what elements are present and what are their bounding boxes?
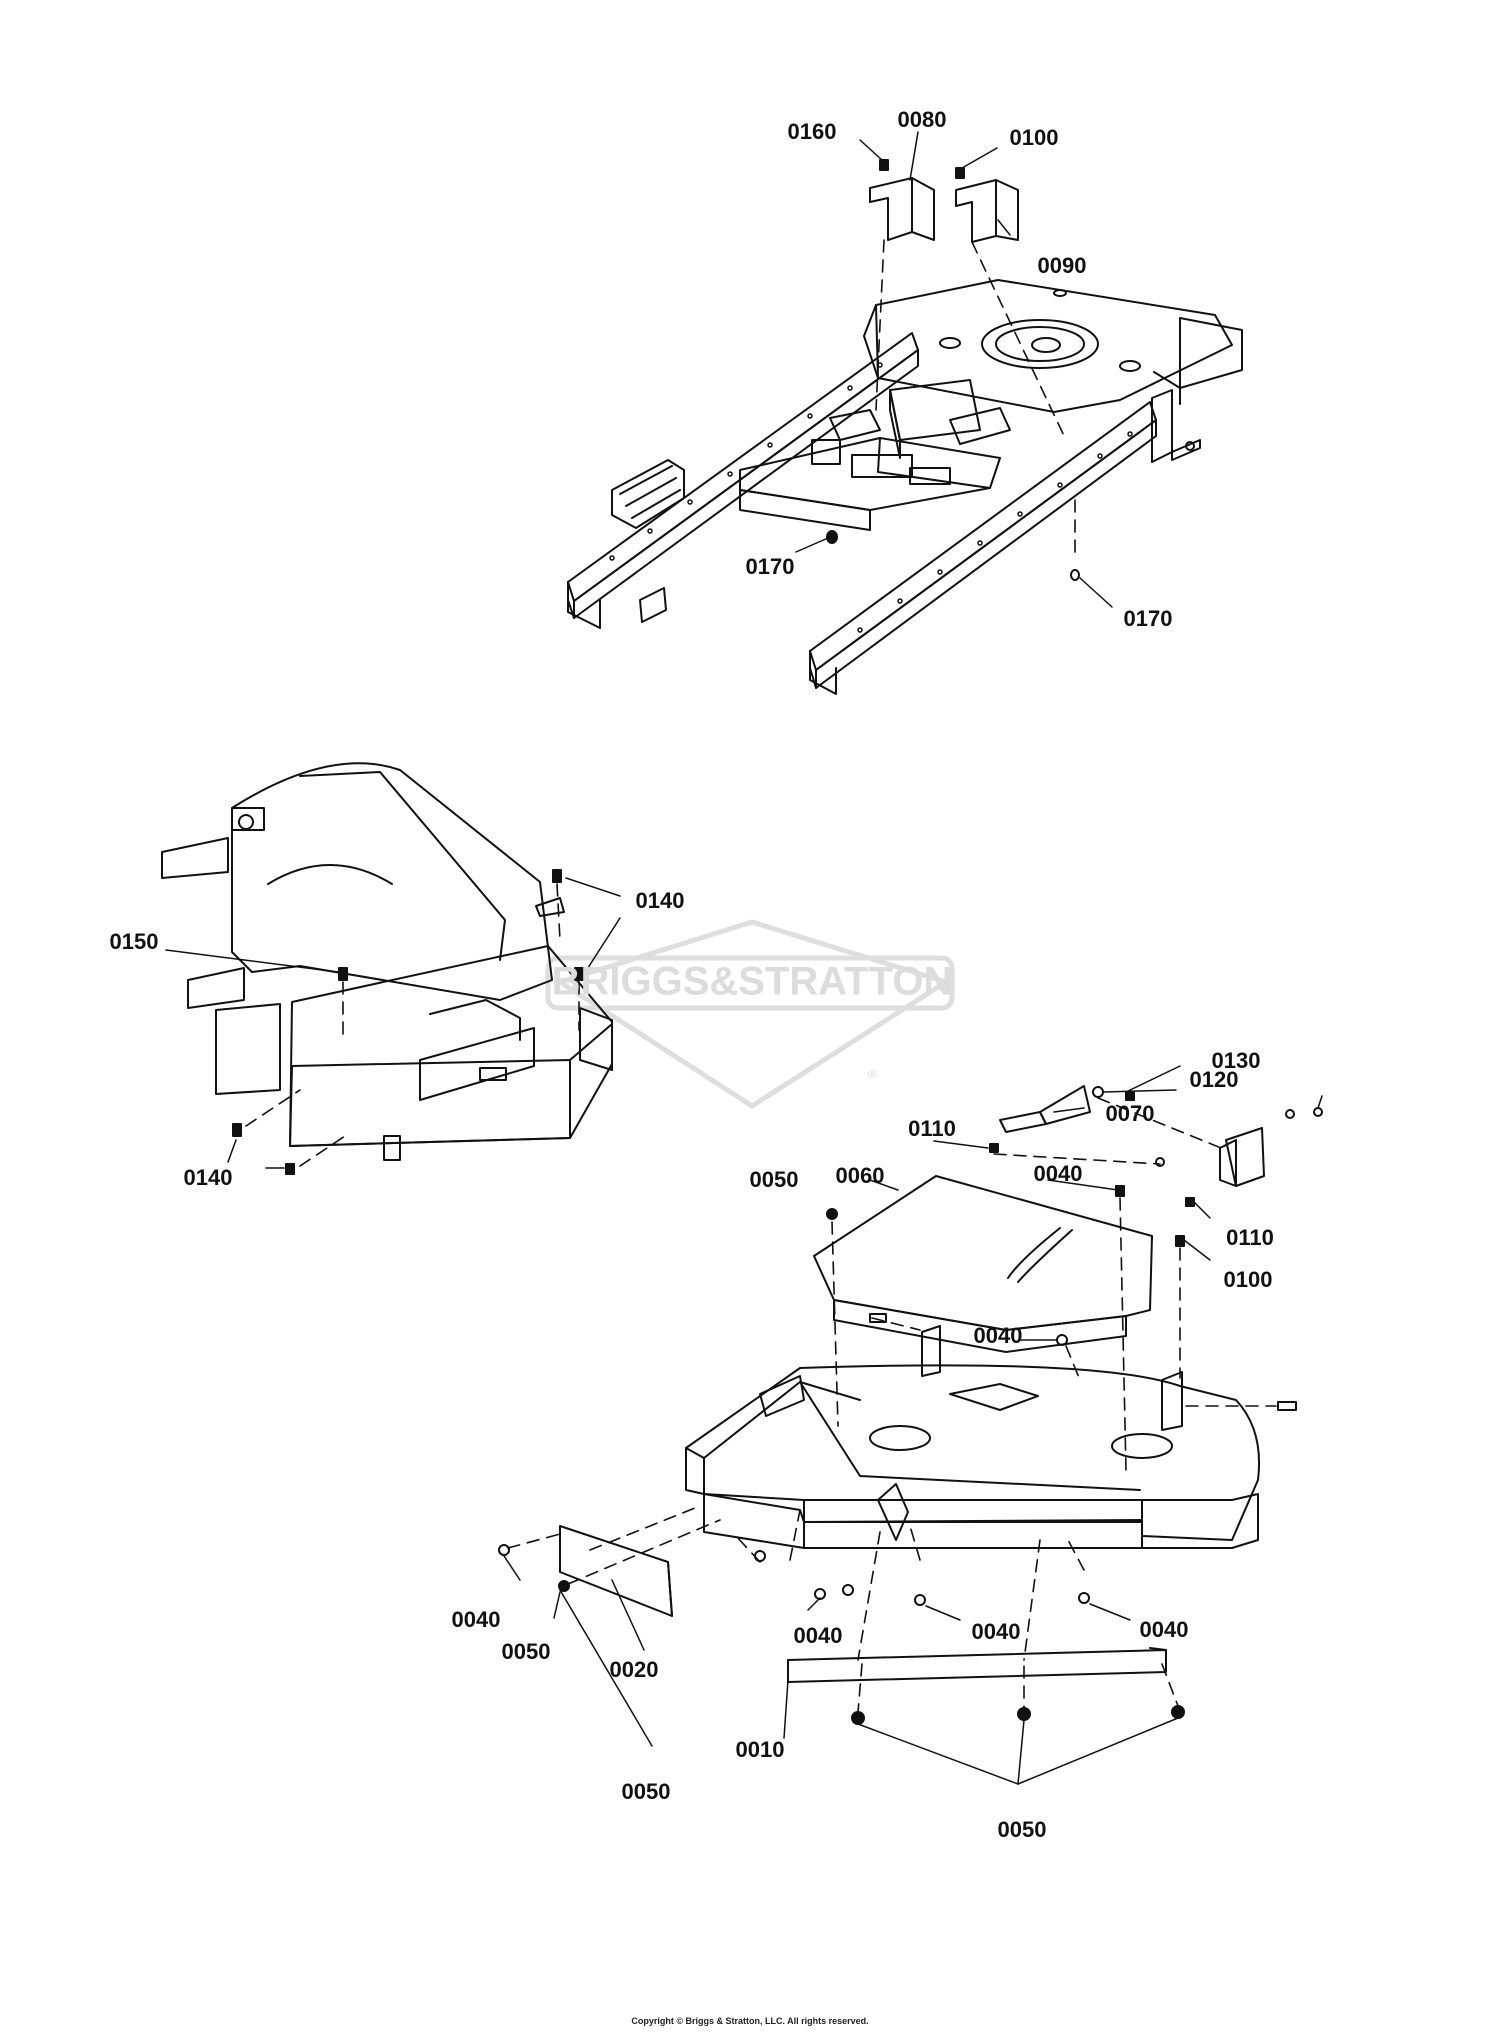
callout-label: 0140 <box>183 1165 233 1190</box>
callout-label: 0170 <box>745 554 795 579</box>
callout-label: 0070 <box>1105 1101 1155 1126</box>
callout-label: 0060 <box>835 1163 885 1188</box>
briggs-stratton-watermark-text: BRIGGS&STRATTON <box>551 959 953 1004</box>
callout-label: 0160 <box>787 119 837 144</box>
callout-label: 0010 <box>735 1737 785 1762</box>
callout-label: 0040 <box>793 1623 843 1648</box>
callout-label: 0020 <box>609 1657 659 1682</box>
callout-label: 0130 <box>1211 1048 1261 1073</box>
registered-mark: ® <box>868 1067 877 1081</box>
callout-label: 0040 <box>451 1607 501 1632</box>
mower-deck-top-view <box>161 762 621 1175</box>
callout-label: 0170 <box>1123 606 1173 631</box>
callout-label: 0150 <box>109 929 159 954</box>
callout-label: 0040 <box>1033 1161 1083 1186</box>
copyright-notice: Copyright © Briggs & Stratton, LLC. All … <box>631 2016 869 2026</box>
callout-label: 0100 <box>1009 125 1059 150</box>
callout-label: 0050 <box>501 1639 551 1664</box>
callout-label: 0110 <box>1226 1225 1274 1250</box>
callout-label: 0100 <box>1223 1267 1273 1292</box>
callout-label: 0040 <box>1139 1617 1189 1642</box>
briggs-stratton-logo-watermark <box>545 919 955 1109</box>
callout-label: 0050 <box>749 1167 799 1192</box>
callout-label: 0080 <box>897 107 947 132</box>
callout-label: 0140 <box>635 888 685 913</box>
callout-label: 0120 <box>1189 1067 1239 1092</box>
mower-deck-exploded-view <box>498 1065 1323 1785</box>
callout-label: 0050 <box>997 1817 1047 1842</box>
callout-label: 0090 <box>1037 253 1087 278</box>
callout-label: 0110 <box>908 1116 956 1141</box>
callout-label: 0040 <box>971 1619 1021 1644</box>
frame-assembly <box>567 131 1243 695</box>
callout-label: 0050 <box>621 1779 671 1804</box>
callout-label: 0040 <box>973 1323 1023 1348</box>
